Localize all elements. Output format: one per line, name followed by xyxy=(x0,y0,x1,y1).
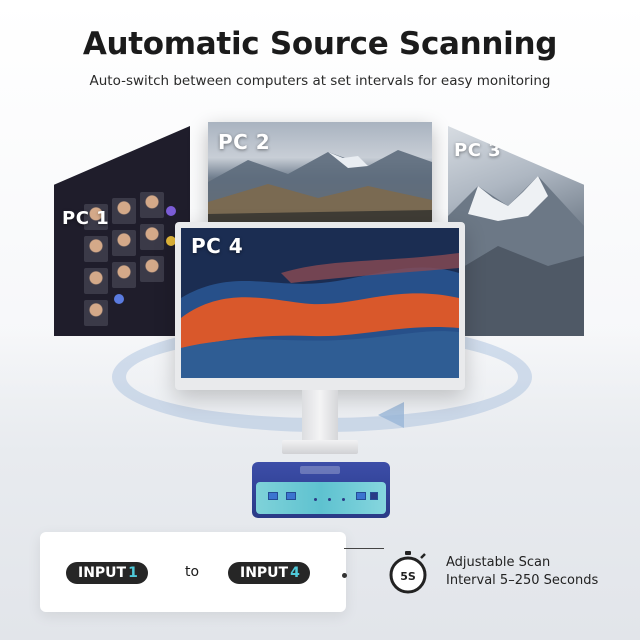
video-tile xyxy=(112,262,136,288)
indicator-led-icon xyxy=(314,498,317,501)
kvm-front-panel xyxy=(256,482,386,514)
rotation-arrow-icon xyxy=(378,402,404,428)
connector-dot xyxy=(342,573,347,578)
screen-label-pc4: PC 4 xyxy=(191,234,244,258)
indicator-led-icon xyxy=(342,498,345,501)
timer-badge: 5S xyxy=(400,570,416,583)
connector-line xyxy=(344,548,384,579)
snowy-mountain xyxy=(448,176,584,336)
indicator-led-icon xyxy=(328,498,331,501)
video-tile xyxy=(84,236,108,262)
video-tile xyxy=(140,224,164,250)
usb-port-icon xyxy=(286,492,296,500)
screen-pc1: PC 1 xyxy=(54,126,190,336)
page-title: Automatic Source Scanning xyxy=(82,26,558,62)
participant-dot-icon xyxy=(166,206,176,216)
screen-label-pc1: PC 1 xyxy=(62,208,110,229)
screen-label-pc2: PC 2 xyxy=(218,130,271,154)
screen-pc3: PC 3 xyxy=(448,126,584,336)
monitor-stand-base xyxy=(282,440,358,454)
video-tile xyxy=(140,192,164,218)
mountain-landscape xyxy=(208,150,432,224)
usb-port-icon xyxy=(268,492,278,500)
participant-dot-icon xyxy=(114,294,124,304)
video-tile xyxy=(84,204,108,230)
video-tile xyxy=(112,230,136,256)
input-4-prefix: INPUT xyxy=(240,565,289,581)
wave-wallpaper xyxy=(181,228,459,378)
scan-line-1: Adjustable Scan xyxy=(446,555,551,570)
video-tile xyxy=(140,256,164,282)
stopwatch-icon: 5S xyxy=(389,551,427,594)
port-icon xyxy=(370,492,378,500)
monitor-neck xyxy=(302,390,338,442)
input-1-number: 1 xyxy=(128,565,138,581)
kvm-switch-device xyxy=(252,462,390,518)
screen-pc2: PC 2 xyxy=(208,122,432,224)
input-1-prefix: INPUT xyxy=(78,565,127,581)
video-tile xyxy=(84,300,108,326)
participant-dot-icon xyxy=(166,236,176,246)
page-subtitle: Auto-switch between computers at set int… xyxy=(89,73,551,89)
brand-logo-plate xyxy=(300,466,340,474)
input-4-number: 4 xyxy=(290,565,300,581)
screen-label-pc3: PC 3 xyxy=(454,140,502,161)
range-separator: to xyxy=(185,564,200,580)
scan-line-2: Interval 5–250 Seconds xyxy=(446,573,599,588)
monitor: PC 4 xyxy=(175,222,465,390)
usb-port-icon xyxy=(356,492,366,500)
scan-interval-description: Adjustable Scan Interval 5–250 Seconds xyxy=(446,554,598,590)
video-tile xyxy=(84,268,108,294)
video-tile xyxy=(112,198,136,224)
screen-pc4: PC 4 xyxy=(181,228,459,378)
